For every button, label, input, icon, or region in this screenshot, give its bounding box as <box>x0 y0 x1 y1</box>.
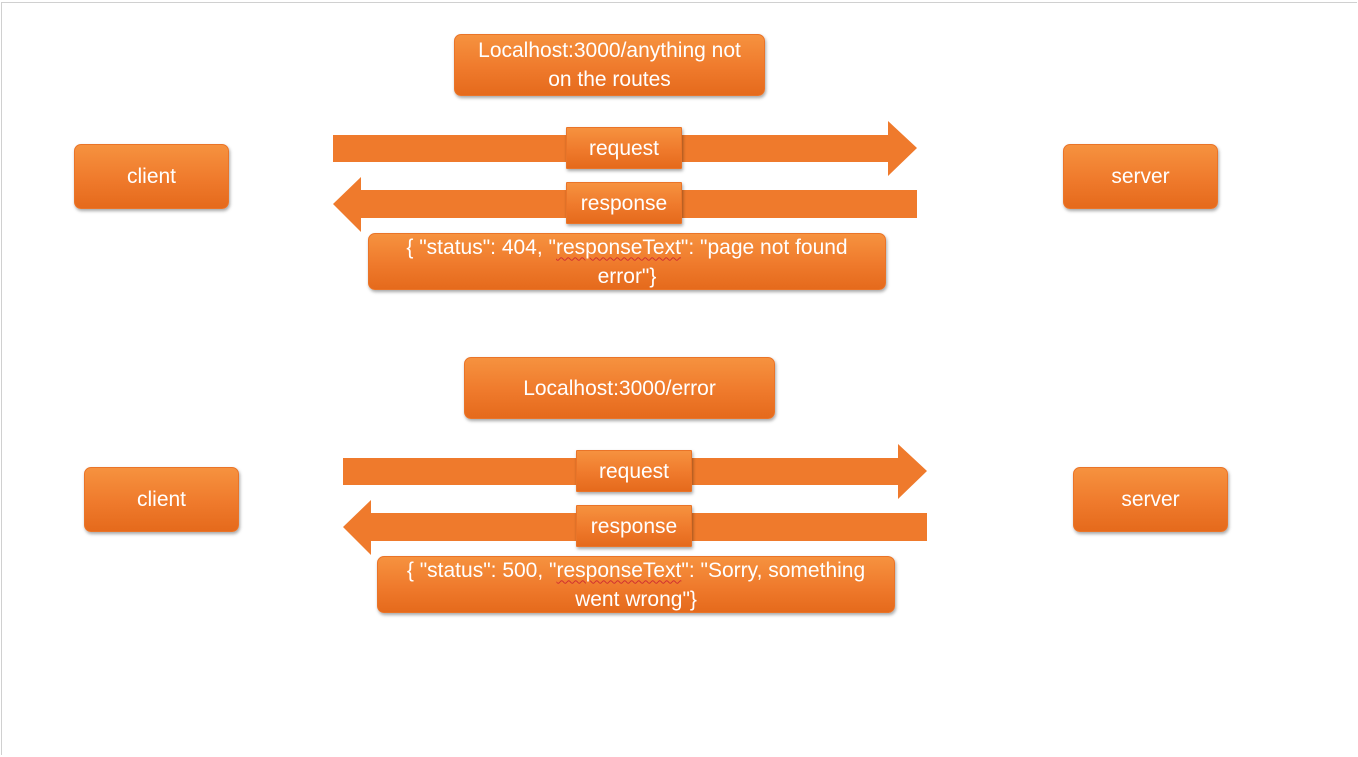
response-body-2: { "status": 500, "responseText": "Sorry,… <box>377 556 895 613</box>
response-body-text-1: { "status": 404, "responseText": "page n… <box>406 235 848 288</box>
response-body-1: { "status": 404, "responseText": "page n… <box>368 233 886 290</box>
url-label-1: Localhost:3000/anything not on the route… <box>454 34 765 96</box>
server-node-1: server <box>1063 144 1218 209</box>
url-label-2: Localhost:3000/error <box>464 357 775 419</box>
response-body-text-2: { "status": 500, "responseText": "Sorry,… <box>406 558 866 611</box>
client-node-2: client <box>84 467 239 532</box>
request-label-1: request <box>566 127 682 169</box>
response-label-2: response <box>576 505 692 547</box>
client-node-1: client <box>74 144 229 209</box>
request-label-2: request <box>576 450 692 492</box>
response-label-1: response <box>566 182 682 224</box>
server-node-2: server <box>1073 467 1228 532</box>
